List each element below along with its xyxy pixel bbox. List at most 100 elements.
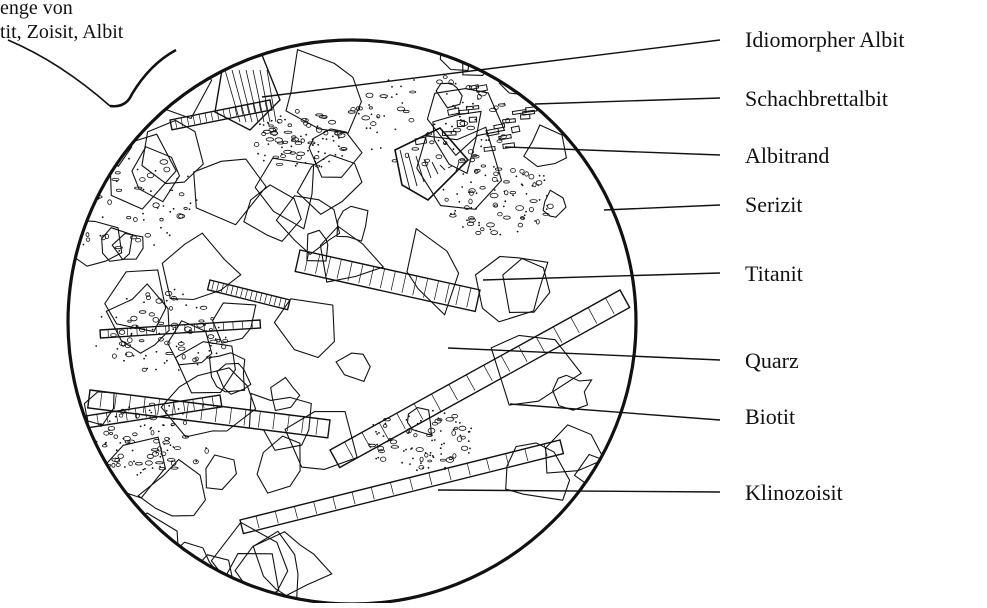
label-idiomorpher-albit: Idiomorpher Albit	[745, 27, 904, 52]
band-striation	[501, 356, 510, 372]
quartz-grain	[62, 220, 121, 266]
small-grain	[22, 215, 28, 219]
small-grain	[470, 191, 474, 196]
stipple-dot	[149, 428, 151, 430]
band-striation	[370, 266, 374, 285]
grain-striation	[225, 70, 240, 122]
stipple-dot	[380, 147, 382, 149]
stipple-dot	[450, 213, 452, 215]
stipple-dot	[160, 456, 162, 458]
stipple-dot	[96, 441, 98, 443]
small-grain	[469, 199, 472, 204]
stipple-dot	[454, 106, 456, 108]
stipple-dot	[466, 219, 468, 221]
quartz-grain	[154, 33, 212, 118]
band-striation	[391, 271, 395, 290]
small-grain	[453, 454, 456, 459]
stipple-dot	[408, 415, 410, 417]
groundmass-label-line2: tit, Zoisit, Albit	[0, 21, 124, 43]
stipple-dot	[67, 238, 69, 240]
small-grain	[91, 167, 99, 169]
small-grain	[111, 334, 117, 337]
stipple-dot	[472, 103, 474, 105]
band-striation	[145, 407, 147, 418]
stipple-dot	[478, 222, 480, 224]
small-grain	[481, 165, 486, 167]
small-grain	[437, 419, 442, 421]
stipple-dot	[452, 105, 454, 107]
quartz-grain	[320, 226, 383, 282]
small-grain	[139, 311, 146, 314]
stipple-dot	[176, 178, 178, 180]
small-grain	[369, 444, 376, 447]
small-grain	[134, 218, 138, 222]
small-grain	[383, 425, 387, 428]
small-grain	[381, 457, 386, 461]
small-grain	[266, 138, 274, 141]
albite-lath	[448, 108, 460, 115]
stipple-dot	[47, 180, 49, 182]
stipple-dot	[412, 458, 414, 460]
stipple-dot	[74, 179, 76, 181]
stipple-dot	[371, 114, 373, 116]
quartz-grain	[114, 513, 179, 589]
stipple-dot	[338, 145, 340, 147]
band-striation	[126, 410, 128, 421]
stipple-dot	[503, 206, 505, 208]
stipple-dot	[55, 195, 57, 197]
stipple-dot	[164, 362, 166, 364]
stipple-dot	[548, 214, 550, 216]
label-schachbrettalbit: Schachbrettalbit	[745, 86, 888, 111]
stipple-dot	[118, 250, 120, 252]
stipple-dot	[450, 132, 452, 134]
band-striation	[217, 111, 219, 120]
small-grain	[183, 421, 186, 425]
stipple-dot	[391, 86, 393, 88]
stipple-dot	[109, 420, 111, 422]
stipple-dot	[385, 97, 387, 99]
quartz-grain	[102, 228, 133, 262]
small-grain	[397, 107, 405, 111]
band-striation	[316, 419, 318, 435]
small-grain	[525, 172, 529, 176]
stipple-dot	[197, 364, 199, 366]
band-striation	[275, 511, 278, 523]
stipple-dot	[117, 348, 119, 350]
quartz-grain	[271, 378, 300, 411]
small-grain	[455, 427, 458, 429]
small-grain	[112, 354, 116, 358]
stipple-dot	[403, 450, 405, 452]
stipple-dot	[123, 360, 125, 362]
stipple-dot	[167, 450, 169, 452]
leader-titanit	[483, 273, 720, 280]
band-striation	[154, 405, 156, 416]
albite-twin-line	[448, 166, 452, 168]
small-grain	[316, 114, 323, 116]
stipple-dot	[196, 307, 198, 309]
small-grain	[131, 316, 137, 321]
albite-twin-line	[424, 159, 431, 178]
stipple-dot	[83, 244, 85, 246]
stipple-dot	[376, 433, 378, 435]
stipple-dot	[341, 155, 343, 157]
stipple-dot	[150, 412, 152, 414]
stipple-dot	[155, 369, 157, 371]
small-grain	[292, 136, 296, 139]
band-striation	[506, 454, 509, 466]
stipple-dot	[470, 181, 472, 183]
stipple-dot	[133, 355, 135, 357]
small-grain	[174, 447, 180, 450]
stipple-dot	[512, 195, 514, 197]
stipple-dot	[137, 169, 139, 171]
small-grain	[329, 120, 336, 124]
stipple-dot	[377, 457, 379, 459]
band-striation	[269, 295, 271, 304]
small-grain	[409, 118, 414, 122]
small-grain	[140, 178, 146, 182]
stipple-dot	[305, 119, 307, 121]
small-grain	[171, 467, 178, 469]
stipple-dot	[485, 175, 487, 177]
stipple-dot	[480, 146, 482, 148]
stipple-dot	[468, 440, 470, 442]
small-grain	[420, 457, 423, 462]
